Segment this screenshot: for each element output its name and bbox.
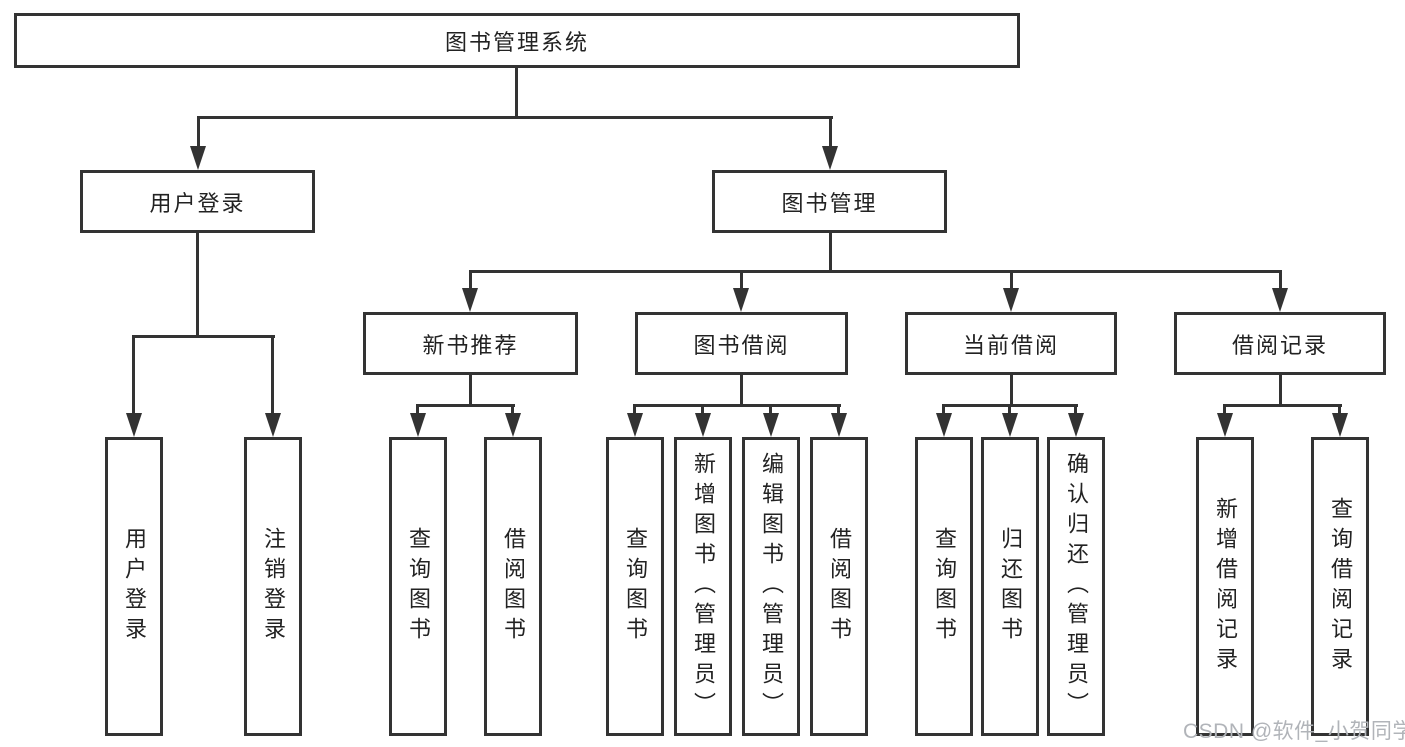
node-leaf-confirm-return-admin: 确认归还（管理员） xyxy=(1047,437,1105,736)
node-leaf-query-books-borrowing: 查询图书 xyxy=(606,437,664,736)
node-leaf-borrow-books-borrowing: 借阅图书 xyxy=(810,437,868,736)
arrowhead xyxy=(1002,413,1018,437)
connector-line xyxy=(1008,404,1011,418)
connector-line xyxy=(1074,404,1077,418)
node-leaf-logout: 注销登录 xyxy=(244,437,302,736)
node-library-management-system: 图书管理系统 xyxy=(14,13,1020,68)
connector-line xyxy=(416,404,515,407)
connector-line xyxy=(469,270,472,292)
node-leaf-add-borrow-record: 新增借阅记录 xyxy=(1196,437,1254,736)
connector-line xyxy=(829,232,832,273)
connector-line xyxy=(511,404,514,418)
node-label: 图书借阅 xyxy=(693,332,790,358)
node-leaf-query-borrow-record: 查询借阅记录 xyxy=(1311,437,1369,736)
node-label: 用户登录 xyxy=(149,190,246,216)
node-leaf-query-books-recommend: 查询图书 xyxy=(389,437,447,736)
arrowhead xyxy=(627,413,643,437)
connector-line xyxy=(1010,270,1013,292)
connector-line xyxy=(633,404,636,418)
node-label: 新增图书（管理员） xyxy=(691,451,716,722)
node-new-book-recommend: 新书推荐 xyxy=(363,312,578,375)
node-label: 图书管理 xyxy=(781,190,878,216)
node-label: 确认归还（管理员） xyxy=(1064,451,1089,722)
arrowhead xyxy=(1003,288,1019,312)
connector-line xyxy=(837,404,840,418)
node-leaf-query-books-current: 查询图书 xyxy=(915,437,973,736)
connector-line xyxy=(416,404,419,418)
node-leaf-edit-book-admin: 编辑图书（管理员） xyxy=(742,437,800,736)
connector-line xyxy=(1010,374,1013,407)
arrowhead xyxy=(1272,288,1288,312)
connector-line xyxy=(1223,404,1342,407)
arrowhead xyxy=(126,413,142,437)
node-leaf-add-book-admin: 新增图书（管理员） xyxy=(674,437,732,736)
node-current-borrowing: 当前借阅 xyxy=(905,312,1117,375)
node-label: 新增借阅记录 xyxy=(1213,496,1238,677)
connector-line xyxy=(701,404,704,418)
node-label: 编辑图书（管理员） xyxy=(759,451,784,722)
arrowhead xyxy=(265,413,281,437)
arrowhead xyxy=(1068,413,1084,437)
node-leaf-borrow-books-recommend: 借阅图书 xyxy=(484,437,542,736)
node-label: 查询图书 xyxy=(406,526,431,647)
node-book-borrowing: 图书借阅 xyxy=(635,312,848,375)
arrowhead xyxy=(1217,413,1233,437)
connector-line xyxy=(197,116,833,119)
node-label: 图书管理系统 xyxy=(444,29,589,55)
node-label: 借阅记录 xyxy=(1231,332,1328,358)
arrowhead xyxy=(831,413,847,437)
arrowhead xyxy=(763,413,779,437)
connector-line xyxy=(469,270,1282,273)
connector-line xyxy=(829,116,832,148)
connector-line xyxy=(1223,404,1226,418)
connector-line xyxy=(515,67,518,118)
node-label: 当前借阅 xyxy=(962,332,1059,358)
node-label: 查询借阅记录 xyxy=(1328,496,1353,677)
arrowhead xyxy=(505,413,521,437)
connector-line xyxy=(469,374,472,407)
node-leaf-return-books: 归还图书 xyxy=(981,437,1039,736)
node-label: 用户登录 xyxy=(122,526,147,647)
connector-line xyxy=(633,404,841,407)
arrowhead xyxy=(936,413,952,437)
connector-line xyxy=(271,335,274,417)
connector-line xyxy=(1279,270,1282,292)
connector-line xyxy=(942,404,945,418)
node-book-management: 图书管理 xyxy=(712,170,947,233)
connector-line xyxy=(769,404,772,418)
node-label: 借阅图书 xyxy=(501,526,526,647)
node-label: 归还图书 xyxy=(998,526,1023,647)
arrowhead xyxy=(462,288,478,312)
arrowhead xyxy=(410,413,426,437)
arrowhead xyxy=(695,413,711,437)
node-user-login: 用户登录 xyxy=(80,170,315,233)
connector-line xyxy=(132,335,275,338)
connector-line xyxy=(132,335,135,417)
node-label: 注销登录 xyxy=(261,526,286,647)
arrowhead xyxy=(190,146,206,170)
node-label: 查询图书 xyxy=(932,526,957,647)
node-label: 借阅图书 xyxy=(827,526,852,647)
connector-line xyxy=(1338,404,1341,418)
node-label: 新书推荐 xyxy=(422,332,519,358)
connector-line xyxy=(197,116,200,148)
node-label: 查询图书 xyxy=(623,526,648,647)
connector-line xyxy=(740,374,743,407)
connector-line xyxy=(196,232,199,337)
node-borrowing-records: 借阅记录 xyxy=(1174,312,1386,375)
node-leaf-user-login: 用户登录 xyxy=(105,437,163,736)
connector-line xyxy=(740,270,743,292)
arrowhead xyxy=(1332,413,1348,437)
arrowhead xyxy=(733,288,749,312)
watermark: CSDN @软件_小贺同学 xyxy=(1183,720,1405,743)
arrowhead xyxy=(822,146,838,170)
connector-line xyxy=(1279,374,1282,407)
